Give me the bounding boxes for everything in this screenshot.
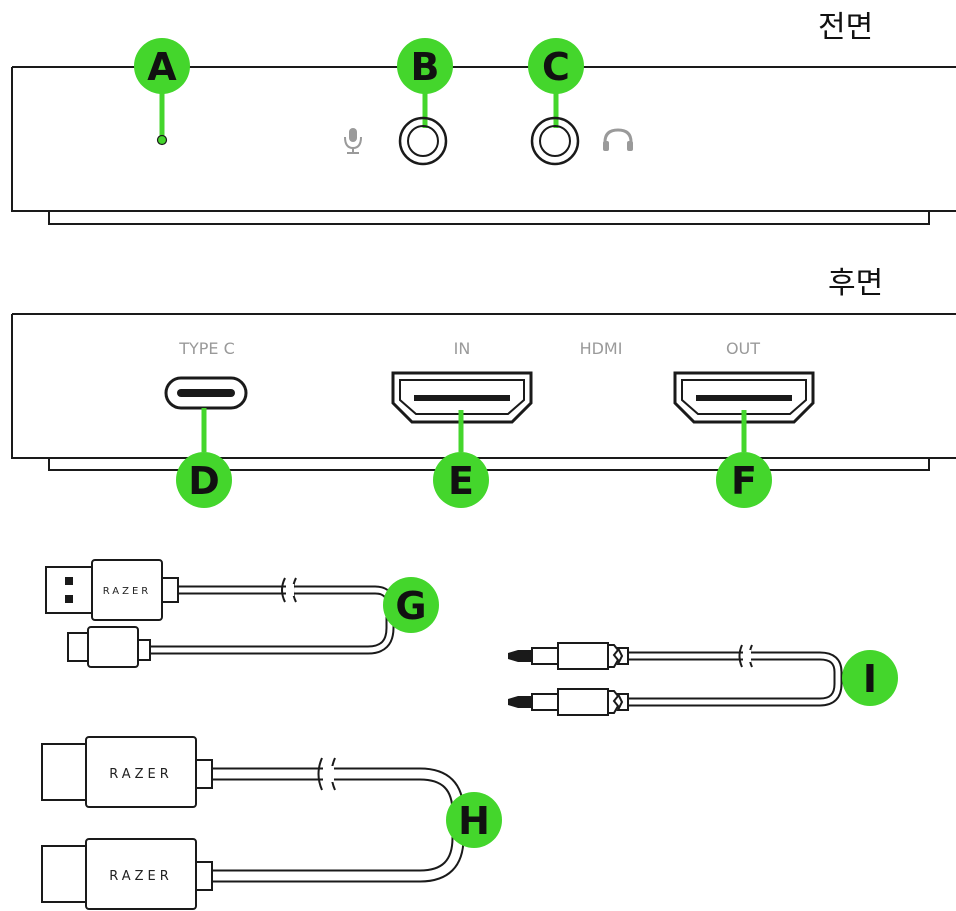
callout-i: I: [842, 650, 898, 706]
hdmi-connector-top: RAZER: [41, 736, 213, 808]
usb-c-cable: RAZER: [45, 559, 395, 668]
svg-text:G: G: [395, 584, 426, 628]
callout-b: B: [397, 38, 453, 128]
svg-text:E: E: [448, 459, 474, 503]
svg-text:B: B: [411, 45, 440, 89]
front-view-title: 전면: [818, 10, 874, 45]
hdmi-out-label: OUT: [726, 339, 760, 358]
hdmi-cable: RAZER RAZER: [41, 736, 465, 910]
svg-text:H: H: [458, 799, 490, 843]
svg-text:I: I: [863, 657, 877, 701]
callout-e: E: [433, 410, 489, 508]
svg-text:C: C: [542, 45, 570, 89]
hdmi-label: HDMI: [580, 339, 623, 358]
hdmi-in-label: IN: [454, 339, 471, 358]
hdmi-out-port: [673, 371, 815, 424]
hdmi-in-port: [391, 371, 533, 424]
rear-device: [11, 313, 956, 471]
callout-g: G: [383, 577, 439, 633]
headphones-icon: [603, 128, 633, 151]
usb-a-connector: RAZER: [45, 559, 179, 621]
callout-a: A: [134, 38, 190, 136]
svg-text:A: A: [147, 45, 177, 89]
svg-text:D: D: [188, 459, 220, 503]
callout-c: C: [528, 38, 584, 128]
type-c-label: TYPE C: [178, 339, 235, 358]
audio-plug-bottom: [508, 688, 629, 716]
callout-d: D: [176, 408, 232, 508]
hdmi-connector-bottom: RAZER: [41, 838, 213, 910]
hdmi-cable-brand-top: RAZER: [109, 767, 173, 782]
svg-text:F: F: [731, 459, 757, 503]
callout-h: H: [446, 792, 502, 848]
headphone-jack: [530, 116, 580, 166]
hdmi-cable-brand-bottom: RAZER: [109, 869, 173, 884]
usb-c-connector: [67, 626, 151, 668]
usb-c-port: [164, 376, 248, 410]
rear-view-title: 후면: [828, 266, 884, 301]
microphone-icon: [344, 128, 362, 154]
callout-f: F: [716, 410, 772, 508]
audio-cable: [508, 642, 843, 716]
microphone-jack: [398, 116, 448, 166]
usb-cable-brand: RAZER: [103, 586, 152, 597]
audio-plug-top: [508, 642, 629, 670]
status-led: [156, 134, 168, 146]
